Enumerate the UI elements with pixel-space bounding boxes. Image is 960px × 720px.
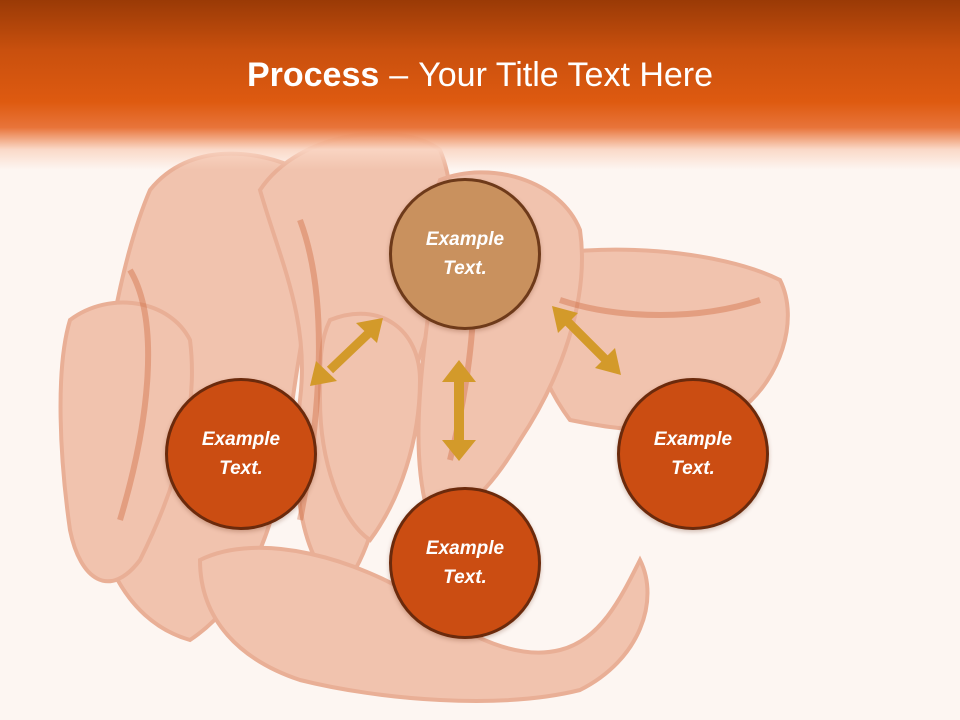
connector-top-left	[310, 318, 383, 386]
title-bold-word: Process	[246, 56, 380, 94]
slide-title[interactable]: Process–Your Title Text Here	[0, 48, 960, 102]
title-dash: –	[389, 56, 409, 94]
process-node-right[interactable]: Example Text.	[617, 378, 769, 530]
node-top-text: Example Text.	[425, 229, 505, 279]
node-left-text: Example Text.	[201, 429, 281, 479]
connector-top-bottom	[442, 360, 476, 461]
node-right-text: Example Text.	[653, 429, 733, 479]
process-node-top[interactable]: Example Text.	[389, 178, 541, 330]
title-rest: Your Title Text Here	[418, 56, 714, 94]
process-node-left[interactable]: Example Text.	[165, 378, 317, 530]
process-node-bottom[interactable]: Example Text.	[389, 487, 541, 639]
title-banner	[0, 0, 960, 170]
connector-top-right	[552, 306, 621, 375]
node-bottom-text: Example Text.	[425, 538, 505, 588]
